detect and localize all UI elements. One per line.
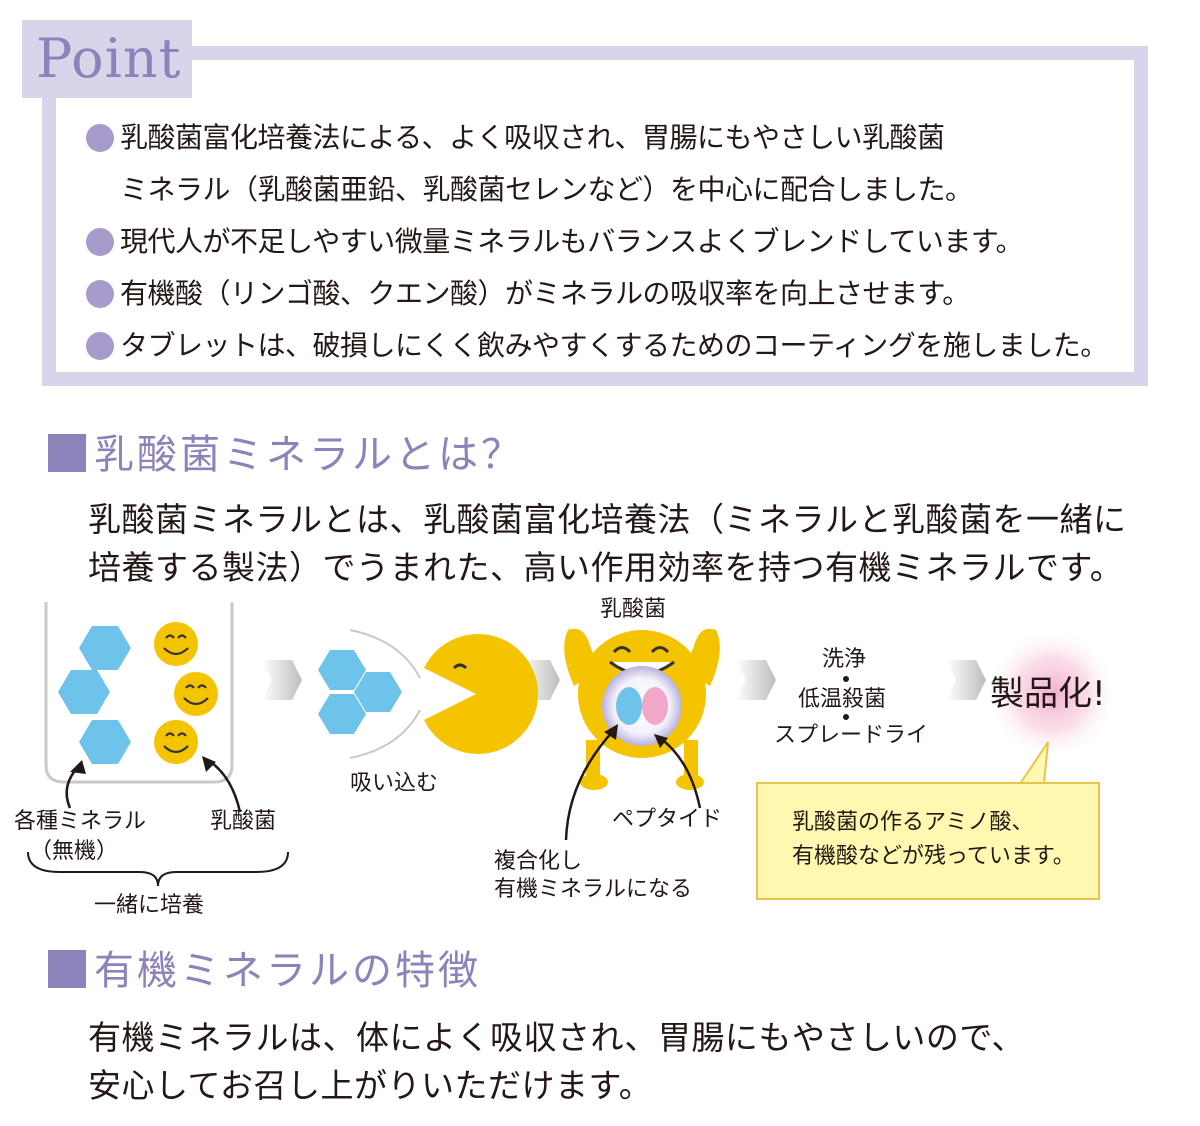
label-peptide: ペプタイド bbox=[612, 807, 723, 832]
lactic-bacteria-character bbox=[564, 628, 720, 790]
mineral-hexagon-icon bbox=[79, 720, 131, 764]
label-minerals: 各種ミネラル bbox=[14, 809, 147, 834]
point-box-inner bbox=[56, 60, 1134, 372]
lactic-bacteria-smiley-icon bbox=[154, 622, 198, 666]
section2-text-line2: 安心してお召し上がりいただけます。 bbox=[88, 1066, 653, 1105]
step-dot-icon bbox=[843, 676, 849, 682]
product-glow bbox=[986, 628, 1118, 760]
product-label: 製品化! bbox=[990, 674, 1106, 714]
label-organic-mineral: 有機ミネラルになる bbox=[494, 877, 693, 902]
section2-text-line1: 有機ミネラルは、体によく吸収され、胃腸にもやさしいので、 bbox=[88, 1018, 1026, 1057]
point-item: 現代人が不足しやすい微量ミネラルもバランスよくブレンドしています。 bbox=[86, 216, 1136, 268]
section1-text-line2: 培養する製法）でうまれた、高い作用効率を持つ有機ミネラルです。 bbox=[88, 548, 1124, 587]
mineral-hexagon-icon bbox=[79, 626, 131, 670]
step-wash: 洗浄 bbox=[822, 647, 867, 672]
lactic-bacteria-smiley-icon bbox=[174, 672, 218, 716]
bullet-dot-icon bbox=[86, 124, 114, 152]
step-sterilize: 低温殺菌 bbox=[798, 687, 887, 712]
mineral-hexagon-icon bbox=[318, 694, 366, 734]
pointer-arrow bbox=[659, 736, 702, 809]
step-dot-icon bbox=[843, 714, 849, 720]
bullet-dot-icon bbox=[86, 332, 114, 360]
pointer-arrow bbox=[207, 758, 242, 813]
suction-lines bbox=[349, 629, 421, 759]
step-arrow-icon bbox=[736, 660, 776, 700]
callout-text: 乳酸菌の作るアミノ酸、 有機酸などが残っています。 bbox=[792, 810, 1075, 869]
square-bullet-icon bbox=[48, 434, 86, 472]
lactic-bacteria-smiley-icon bbox=[154, 720, 198, 764]
beaker-outline bbox=[44, 602, 234, 784]
label-inorganic: （無機） bbox=[30, 839, 119, 864]
label-absorb: 吸い込む bbox=[350, 771, 439, 796]
section-heading-features: 有機ミネラルの特徴 bbox=[48, 944, 481, 998]
pointer-arrow bbox=[564, 729, 615, 841]
step-arrow-icon bbox=[946, 660, 986, 700]
label-complex: 複合化し bbox=[494, 849, 583, 874]
brace bbox=[27, 851, 289, 887]
section-heading-what-is: 乳酸菌ミネラルとは？ bbox=[48, 428, 524, 482]
step-spraydry: スプレードライ bbox=[774, 723, 929, 748]
point-item: 乳酸菌富化培養法による、よく吸収され、胃腸にもやさしい乳酸菌 ミネラル（乳酸菌亜… bbox=[86, 112, 1136, 216]
label-bacteria-top: 乳酸菌 bbox=[600, 597, 667, 622]
section1-text-line1: 乳酸菌ミネラルとは、乳酸菌富化培養法（ミネラルと乳酸菌を一緒に bbox=[88, 500, 1127, 539]
point-item: タブレットは、破損しにくく飲みやすくするためのコーティングを施しました。 bbox=[86, 320, 1136, 372]
point-tab bbox=[22, 20, 192, 98]
mineral-hexagon-icon bbox=[318, 650, 366, 690]
point-item: 有機酸（リンゴ酸、クエン酸）がミネラルの吸収率を向上させます。 bbox=[86, 268, 1136, 320]
mineral-hexagon-icon bbox=[354, 672, 402, 712]
point-list: 乳酸菌富化培養法による、よく吸収され、胃腸にもやさしい乳酸菌 ミネラル（乳酸菌亜… bbox=[86, 112, 1136, 372]
bullet-dot-icon bbox=[86, 280, 114, 308]
label-cultured-together: 一緒に培養 bbox=[94, 893, 205, 918]
bullet-dot-icon bbox=[86, 228, 114, 256]
square-bullet-icon bbox=[48, 950, 86, 988]
step-arrow-icon bbox=[262, 660, 302, 700]
label-bacteria: 乳酸菌 bbox=[210, 809, 277, 834]
pacman-bacteria-icon bbox=[424, 634, 539, 754]
point-title: Point bbox=[36, 27, 182, 90]
callout-box bbox=[756, 782, 1100, 900]
mineral-hexagon-icon bbox=[58, 670, 110, 714]
process-diagram bbox=[27, 602, 1118, 887]
